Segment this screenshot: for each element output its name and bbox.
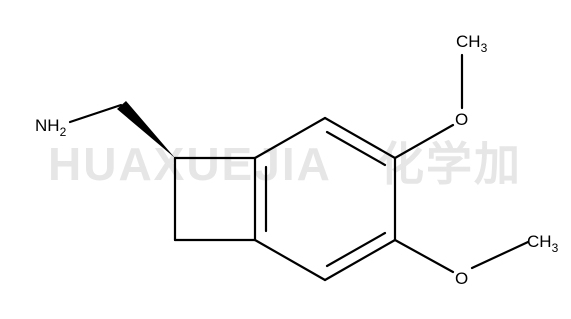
ring-bond	[323, 238, 397, 282]
o-aryl-bond-top	[393, 123, 455, 160]
o-aryl-bond-bottom	[393, 238, 455, 274]
ring-double-bond-inner	[325, 130, 387, 167]
watermark-chinese: 化学加	[378, 138, 522, 190]
ring-bond	[253, 238, 327, 282]
methyl-label-bottom: CH3	[527, 232, 559, 255]
ring-bond	[323, 116, 397, 160]
oxygen-label-bottom: O	[455, 269, 468, 288]
watermark-latin: HUAXUEJIA	[48, 138, 332, 190]
amine-label: NH2	[35, 116, 67, 139]
ring-double-bond-inner	[325, 231, 387, 268]
aminomethyl-bond	[68, 103, 123, 124]
oxygen-label-top: O	[455, 110, 468, 129]
methyl-label-top: CH3	[456, 32, 488, 55]
ring-bond	[253, 116, 327, 160]
wedge-bond	[117, 101, 175, 158]
watermark: HUAXUEJIA 化学加	[48, 138, 522, 190]
o-methyl-bond-bottom	[470, 240, 530, 270]
